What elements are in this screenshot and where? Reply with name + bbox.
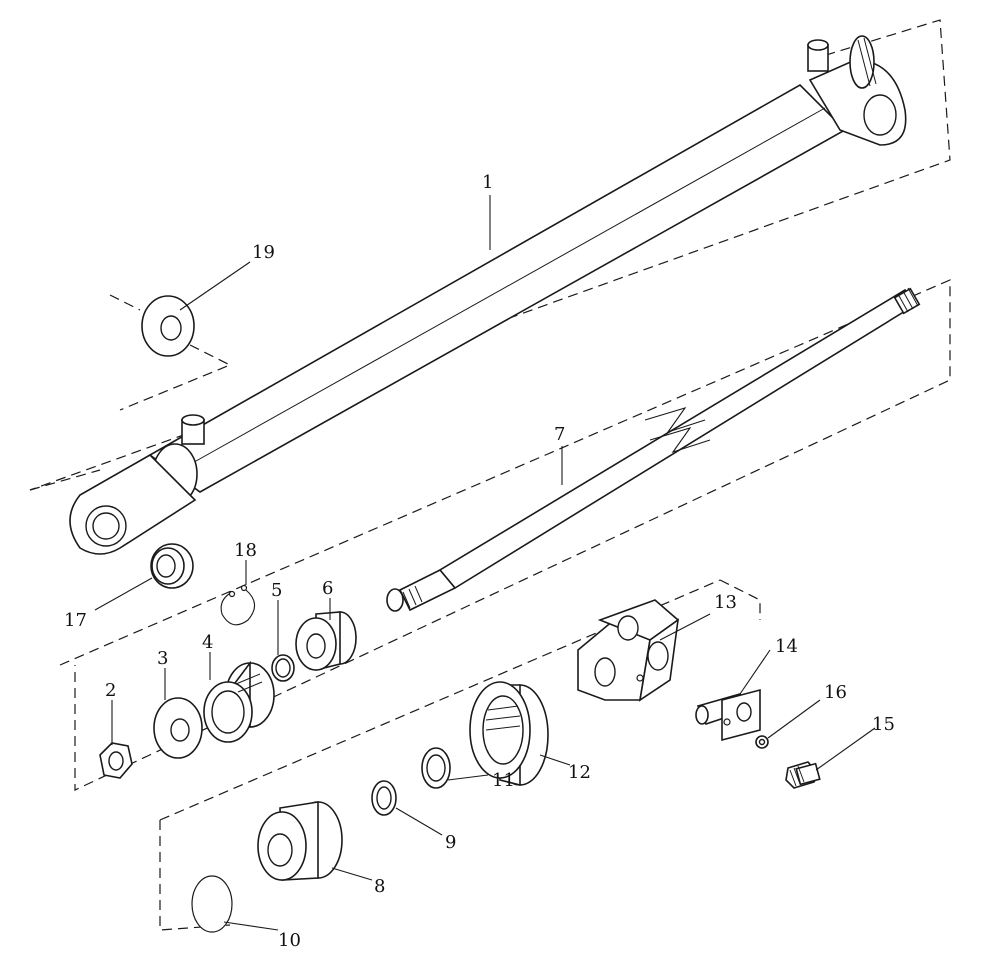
washer-19 [141,295,195,357]
callout-14: 14 [775,636,798,657]
callout-11: 11 [492,770,515,791]
assembly-boundary-cylinder [29,19,951,491]
callout-3: 3 [157,648,168,669]
callout-6: 6 [322,578,333,599]
callout-9: 9 [445,832,456,853]
callout-10: 10 [278,930,301,951]
assembly-boundary-washer [109,294,232,411]
callout-12: 12 [568,762,591,783]
cylinder-head-8 [257,801,343,881]
callout-19: 19 [252,242,275,263]
o-ring-5 [271,654,295,682]
o-ring-10 [191,875,233,933]
callout-16: 16 [824,682,847,703]
callout-8: 8 [374,876,385,897]
lock-washer-16 [755,735,769,749]
snap-ring-18 [220,584,256,626]
spacer-3 [153,697,203,759]
rod-clevis-13 [577,599,680,702]
callout-13: 13 [714,592,737,613]
callout-7: 7 [554,424,565,445]
callout-17: 17 [64,610,87,631]
assembly-boundary-rod [59,279,951,791]
piston-6 [295,611,357,672]
callout-1: 1 [482,172,493,193]
callout-18: 18 [234,540,257,561]
wiper-11 [421,747,451,789]
callout-15: 15 [872,714,895,735]
callout-5: 5 [271,580,282,601]
piston-seal-4 [203,660,275,743]
piston-rod [386,287,921,612]
callout-labels: 1 19 7 18 6 5 4 3 2 17 13 14 16 15 12 11… [64,172,895,951]
gland-nut-12 [469,681,549,787]
callout-2: 2 [105,680,116,701]
cylinder-tube [69,35,907,555]
callout-4: 4 [202,632,213,653]
assembly-boundary-head [159,579,761,931]
clevis-pin-14 [695,688,761,742]
leader-lines [94,195,876,931]
bolt-15 [785,761,821,789]
rod-seal-9 [371,780,397,816]
nut-2 [99,742,133,779]
spherical-bearing-17 [150,543,194,589]
